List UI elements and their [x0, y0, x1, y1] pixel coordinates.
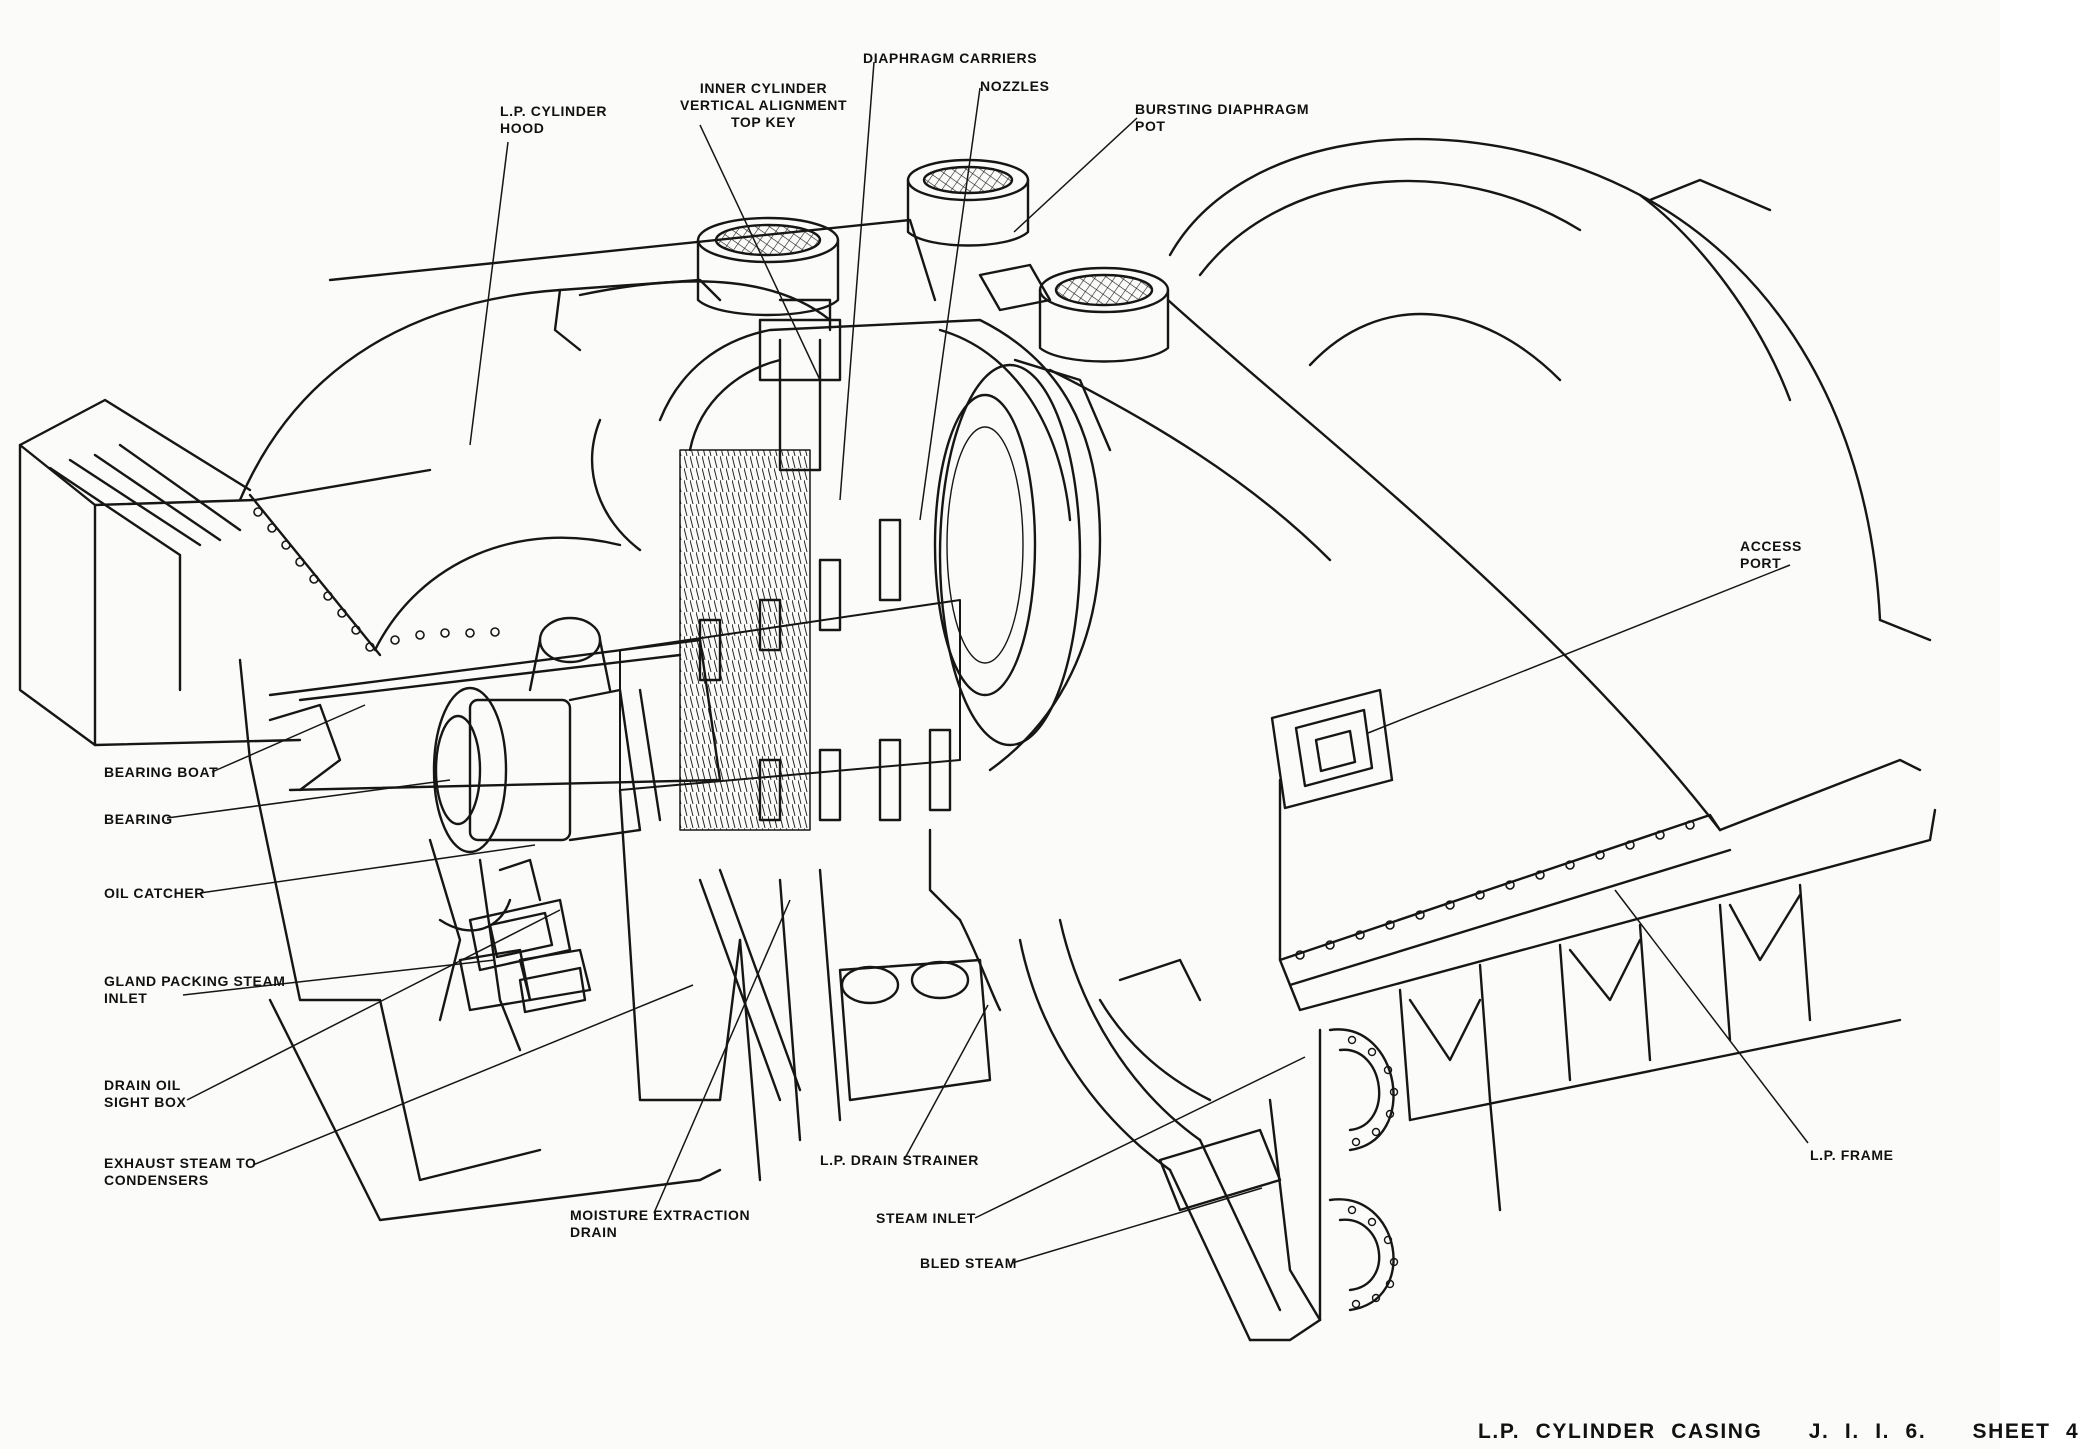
label-gland-packing-line2: INLET [104, 990, 148, 1006]
label-access-port-line2: PORT [1740, 555, 1782, 571]
label-lp-frame: L.P. FRAME [1810, 1147, 1894, 1163]
label-lp-drain-strainer: L.P. DRAIN STRAINER [820, 1152, 979, 1168]
label-exhaust-steam: EXHAUST STEAM TO CONDENSERS [104, 1155, 256, 1189]
hood-bolt-row [253, 507, 500, 652]
label-steam-inlet: STEAM INLET [876, 1210, 976, 1226]
label-bursting-diaphragm-pot-line2: POT [1135, 118, 1166, 134]
label-drain-oil-sight-box: DRAIN OIL SIGHT BOX [104, 1077, 186, 1111]
label-drain-oil-line2: SIGHT BOX [104, 1094, 187, 1110]
label-bursting-diaphragm-pot-line1: BURSTING DIAPHRAGM [1135, 101, 1310, 117]
label-inner-cylinder-key: INNER CYLINDER VERTICAL ALIGNMENT TOP KE… [680, 80, 847, 131]
label-lp-cylinder-hood-line1: L.P. CYLINDER [500, 103, 608, 119]
label-drain-oil-line1: DRAIN OIL [104, 1077, 181, 1093]
label-inner-cylinder-key-line3: TOP KEY [730, 114, 797, 130]
right-frame [1288, 808, 1937, 1212]
label-oil-catcher: OIL CATCHER [104, 885, 205, 901]
inner-cylinder-cutaway [658, 298, 1112, 831]
access-port [1270, 688, 1394, 810]
label-nozzles: NOZZLES [980, 78, 1050, 94]
label-moisture-line2: DRAIN [570, 1224, 618, 1240]
rotor-assembly [619, 363, 1082, 822]
label-bearing-boat: BEARING BOAT [104, 764, 219, 780]
label-inner-cylinder-key-line2: VERTICAL ALIGNMENT [680, 97, 848, 113]
label-lp-cylinder-hood: L.P. CYLINDER HOOD [500, 103, 607, 137]
lp-cylinder-hood-left [238, 218, 937, 657]
right-hood-bolt-row [1295, 820, 1695, 960]
label-moisture-extraction-drain: MOISTURE EXTRACTION DRAIN [570, 1207, 750, 1241]
shaft-and-bearing [268, 616, 722, 854]
flanges [1318, 1028, 1395, 1322]
label-diaphragm-carriers: DIAPHRAGM CARRIERS [863, 50, 1038, 66]
label-moisture-line1: MOISTURE EXTRACTION [570, 1207, 751, 1223]
label-bled-steam: BLED STEAM [920, 1255, 1017, 1271]
label-bursting-diaphragm-pot: BURSTING DIAPHRAGM POT [1135, 101, 1309, 135]
turbine-cutaway-drawing [18, 61, 1937, 1342]
label-bearing: BEARING [104, 811, 173, 827]
flange-bolts [1347, 1035, 1399, 1309]
label-gland-packing-line1: GLAND PACKING STEAM [104, 973, 286, 989]
diagram-canvas: L.P. CYLINDER HOOD INNER CYLINDER VERTIC… [18, 50, 2078, 1443]
drain-oil-sight-box [468, 898, 587, 1014]
label-exhaust-steam-line1: EXHAUST STEAM TO [104, 1155, 257, 1171]
leader-lines [166, 61, 1809, 1264]
label-gland-packing-steam-inlet: GLAND PACKING STEAM INLET [104, 973, 285, 1007]
label-inner-cylinder-key-line1: INNER CYLINDER [699, 80, 828, 96]
sheet-caption: L.P. CYLINDER CASING J. I. I. 6. SHEET 4 [1478, 1420, 2079, 1443]
steam-pipes [1018, 918, 1322, 1342]
left-frame [18, 398, 722, 1222]
label-lp-cylinder-hood-line2: HOOD [500, 120, 545, 136]
bursting-diaphragm-pots [696, 158, 1170, 363]
label-access-port: ACCESS PORT [1740, 538, 1802, 572]
lower-casing [428, 788, 1002, 1182]
label-exhaust-steam-line2: CONDENSERS [104, 1172, 209, 1188]
label-access-port-line1: ACCESS [1740, 538, 1802, 554]
